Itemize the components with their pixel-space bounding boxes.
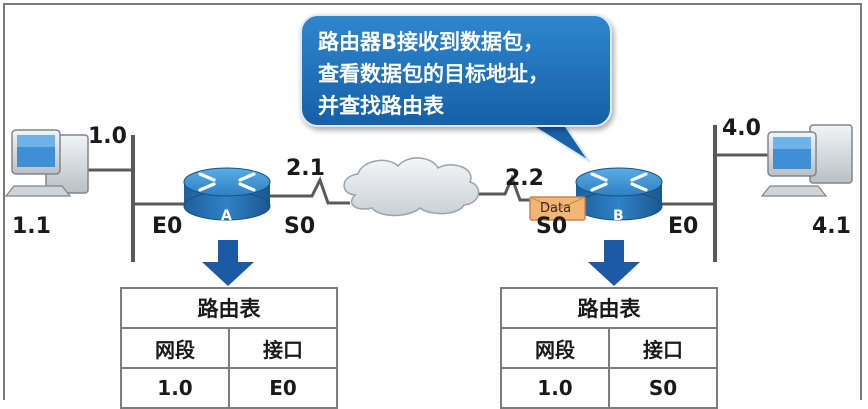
router-a-icon	[183, 167, 271, 221]
table-a-title: 路由表	[120, 287, 338, 329]
table-b-header-interface: 接口	[608, 327, 718, 369]
diagram-frame	[3, 3, 862, 400]
table-a-header-segment: 网段	[120, 327, 230, 369]
table-b-title: 路由表	[500, 287, 718, 329]
router-b-s0-label: S0	[536, 214, 568, 239]
router-a-serial-addr: 2.1	[286, 156, 325, 181]
router-b-serial-addr: 2.2	[505, 166, 544, 191]
table-a-cell-segment: 1.0	[120, 367, 230, 409]
left-host-label: 1.1	[12, 214, 51, 239]
right-network-label: 4.0	[722, 116, 761, 141]
table-a-header-interface: 接口	[228, 327, 338, 369]
left-network-label: 1.0	[88, 124, 127, 149]
wan-cloud	[343, 157, 480, 217]
routing-table-b: 路由表 网段 接口 1.0 S0	[500, 287, 718, 409]
table-row: 1.0 E0	[120, 367, 338, 409]
router-a-e0-label: E0	[152, 214, 183, 239]
network-diagram	[4, 117, 853, 286]
callout-line-3: 并查找路由表	[318, 94, 444, 118]
arrow-down-b-icon	[588, 240, 640, 286]
router-b-e0-label: E0	[668, 214, 699, 239]
data-packet	[529, 196, 586, 221]
serial-link-a	[268, 176, 350, 205]
router-a-s0-label: S0	[284, 214, 316, 239]
table-b-header-segment: 网段	[500, 327, 610, 369]
arrow-down-a-icon	[202, 240, 254, 286]
callout-line-2: 查看数据包的目标地址，	[318, 62, 549, 86]
left-pc-icon	[4, 129, 89, 197]
router-b-icon	[575, 167, 663, 221]
table-b-cell-segment: 1.0	[500, 367, 610, 409]
right-host-label: 4.1	[812, 214, 851, 239]
callout-bubble: 路由器B接收到数据包， 查看数据包的目标地址， 并查找路由表	[300, 14, 612, 127]
right-pc-icon	[760, 124, 853, 197]
router-b-label: B	[613, 208, 624, 224]
router-a-label: A	[221, 208, 232, 224]
table-row: 1.0 S0	[500, 367, 718, 409]
table-b-cell-interface: S0	[608, 367, 718, 409]
callout-line-1: 路由器B接收到数据包，	[318, 30, 545, 54]
packet-label: Data	[540, 201, 572, 216]
table-a-cell-interface: E0	[228, 367, 338, 409]
routing-table-a: 路由表 网段 接口 1.0 E0	[120, 287, 338, 409]
